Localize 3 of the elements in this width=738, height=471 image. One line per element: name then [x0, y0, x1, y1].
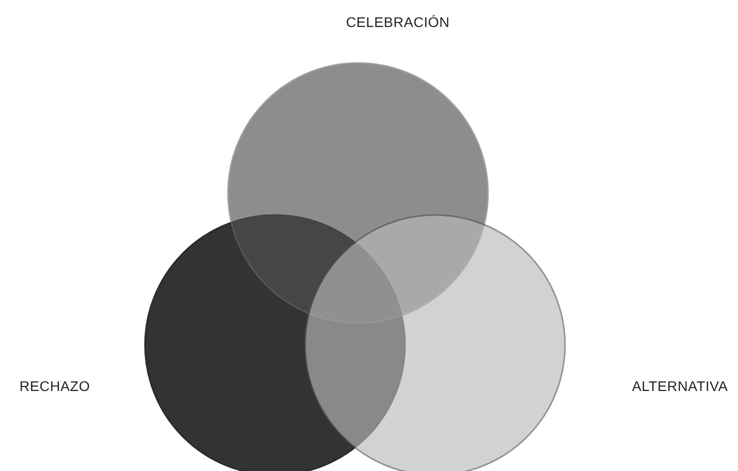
- set-label: CELEBRACIÓN: [346, 14, 450, 30]
- set-label: RECHAZO: [20, 378, 90, 394]
- set-label: ALTERNATIVA: [632, 378, 728, 394]
